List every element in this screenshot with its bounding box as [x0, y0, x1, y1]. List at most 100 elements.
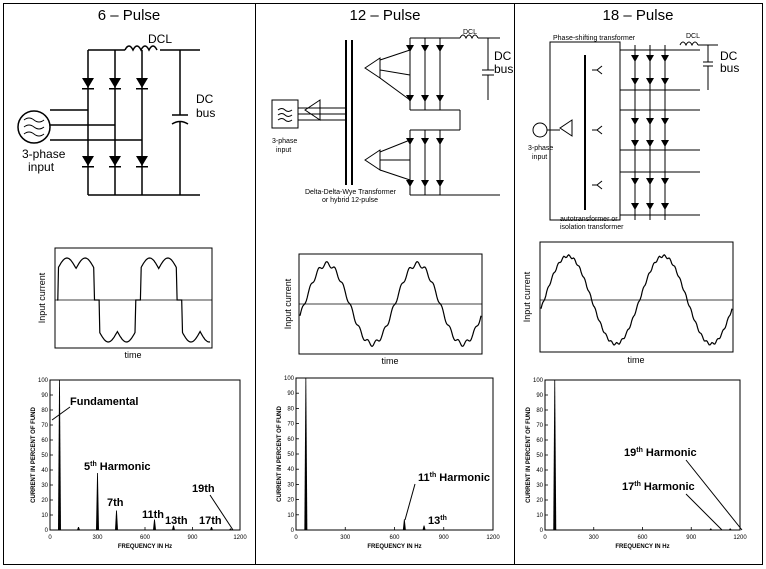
- x-tick-label: 1200: [486, 535, 500, 541]
- annotations-18-pulse: 19th Harmonic 17th Harmonic: [622, 447, 743, 531]
- waveform-xlabel-18: time: [627, 355, 644, 365]
- dcl-label-6: DCL: [148, 32, 172, 46]
- spectrum-xlabel: FREQUENCY IN Hz: [367, 544, 421, 550]
- harmonic-bar: [172, 525, 175, 530]
- x-tick-label: 300: [92, 535, 103, 541]
- annotation-5th-harmonic: 5th Harmonic: [84, 461, 151, 473]
- y-tick-label: 10: [287, 513, 294, 519]
- circuit-12-pulse: [271, 34, 500, 196]
- spectrum-ylabel: CURRENT IN PERCENT OF FUND: [31, 407, 37, 503]
- annotation-11th-harmonic: 11th Harmonic: [418, 472, 490, 484]
- transformer-label-18-bot-b: isolation transformer: [560, 224, 624, 231]
- annotation-17th-harmonic: 17th Harmonic: [622, 481, 695, 493]
- spectrum-ylabel: CURRENT IN PERCENT OF FUND: [277, 406, 283, 502]
- harmonic-bar: [115, 510, 118, 530]
- transformer-label-12b: or hybrid 12-pulse: [322, 197, 378, 204]
- y-tick-label: 70: [41, 423, 48, 429]
- harmonic-bar: [96, 473, 99, 530]
- y-tick-label: 0: [540, 528, 544, 534]
- input-label-12b: input: [276, 147, 291, 154]
- x-tick-label: 900: [686, 535, 697, 541]
- y-tick-label: 60: [41, 438, 48, 444]
- y-tick-label: 10: [41, 513, 48, 519]
- waveform-xlabel-12: time: [381, 356, 398, 366]
- annotations-6-pulse: Fundamental 5th Harmonic 7th 11th 13th 1…: [51, 396, 234, 531]
- y-tick-label: 80: [536, 408, 543, 414]
- dc-bus-label-6b: bus: [196, 106, 215, 120]
- input-label-12a: 3-phase: [272, 138, 297, 145]
- y-tick-label: 70: [287, 422, 294, 428]
- annotation-13th-12: 13th: [428, 515, 447, 527]
- diodes-18-pulse: [631, 55, 669, 210]
- harmonic-bar: [210, 527, 213, 530]
- harmonic-bar: [58, 380, 61, 530]
- circuit-6-pulse: [17, 45, 200, 196]
- annotation-fundamental: Fundamental: [70, 396, 138, 408]
- y-tick-label: 20: [287, 498, 294, 504]
- dcl-label-18: DCL: [686, 33, 700, 40]
- y-tick-label: 90: [41, 393, 48, 399]
- diodes-12-pulse: [406, 45, 444, 187]
- annotation-19th: 19th: [192, 483, 215, 495]
- harmonic-bar: [153, 519, 156, 530]
- waveform-ylabel-12: Input current: [283, 278, 293, 329]
- x-tick-label: 600: [637, 535, 648, 541]
- y-tick-label: 20: [41, 498, 48, 504]
- transformer-label-12a: Delta-Delta-Wye Transformer: [305, 189, 397, 196]
- waveform-18-pulse: [539, 241, 734, 353]
- dc-bus-label-12b: bus: [494, 62, 513, 76]
- x-tick-label: 600: [389, 535, 400, 541]
- harmonic-bar: [553, 380, 557, 530]
- y-tick-label: 10: [536, 513, 543, 519]
- spectrum-ylabel: CURRENT IN PERCENT OF FUND: [526, 407, 532, 503]
- waveform-ylabel-18: Input current: [522, 271, 532, 322]
- y-tick-label: 20: [536, 498, 543, 504]
- y-tick-label: 30: [536, 483, 543, 489]
- x-tick-label: 600: [140, 535, 151, 541]
- circuit-18-pulse: [532, 41, 718, 221]
- y-tick-label: 90: [536, 393, 543, 399]
- spectrum-xlabel: FREQUENCY IN Hz: [118, 544, 172, 550]
- x-tick-label: 300: [340, 535, 351, 541]
- y-tick-label: 100: [38, 378, 49, 384]
- y-tick-label: 50: [536, 453, 543, 459]
- y-tick-label: 70: [536, 423, 543, 429]
- waveform-6-pulse: [54, 247, 213, 349]
- x-tick-label: 900: [439, 535, 450, 541]
- x-tick-label: 0: [543, 535, 547, 541]
- header-12-pulse: 12 – Pulse: [350, 7, 421, 24]
- harmonic-bar: [304, 378, 308, 530]
- input-label-18b: input: [532, 154, 547, 161]
- y-tick-label: 30: [41, 483, 48, 489]
- harmonic-bar: [229, 528, 232, 530]
- spectrum-plot-frame: [295, 377, 494, 531]
- transformer-label-18-bot-a: autotransformer or: [560, 216, 618, 223]
- input-label-6b: input: [28, 160, 55, 174]
- x-tick-label: 300: [589, 535, 600, 541]
- x-tick-label: 1200: [733, 535, 747, 541]
- x-tick-label: 0: [48, 535, 52, 541]
- header-6-pulse: 6 – Pulse: [98, 7, 161, 24]
- x-tick-label: 0: [294, 535, 298, 541]
- y-tick-label: 60: [536, 438, 543, 444]
- waveform-12-pulse: [298, 253, 483, 355]
- harmonic-bar: [728, 528, 732, 530]
- harmonic-bar: [402, 519, 406, 530]
- annotations-12-pulse: 11th Harmonic 13th: [404, 472, 490, 527]
- y-tick-label: 80: [41, 408, 48, 414]
- harmonic-bar: [422, 525, 426, 530]
- y-tick-label: 50: [41, 453, 48, 459]
- x-tick-label: 1200: [233, 535, 247, 541]
- annotation-17th: 17th: [199, 515, 222, 527]
- y-tick-label: 40: [536, 468, 543, 474]
- dc-bus-label-12a: DC: [494, 49, 512, 63]
- y-tick-label: 40: [287, 467, 294, 473]
- transformer-label-18-top: Phase-shifting transformer: [553, 35, 636, 42]
- input-label-18a: 3-phase: [528, 145, 553, 152]
- y-tick-label: 30: [287, 482, 294, 488]
